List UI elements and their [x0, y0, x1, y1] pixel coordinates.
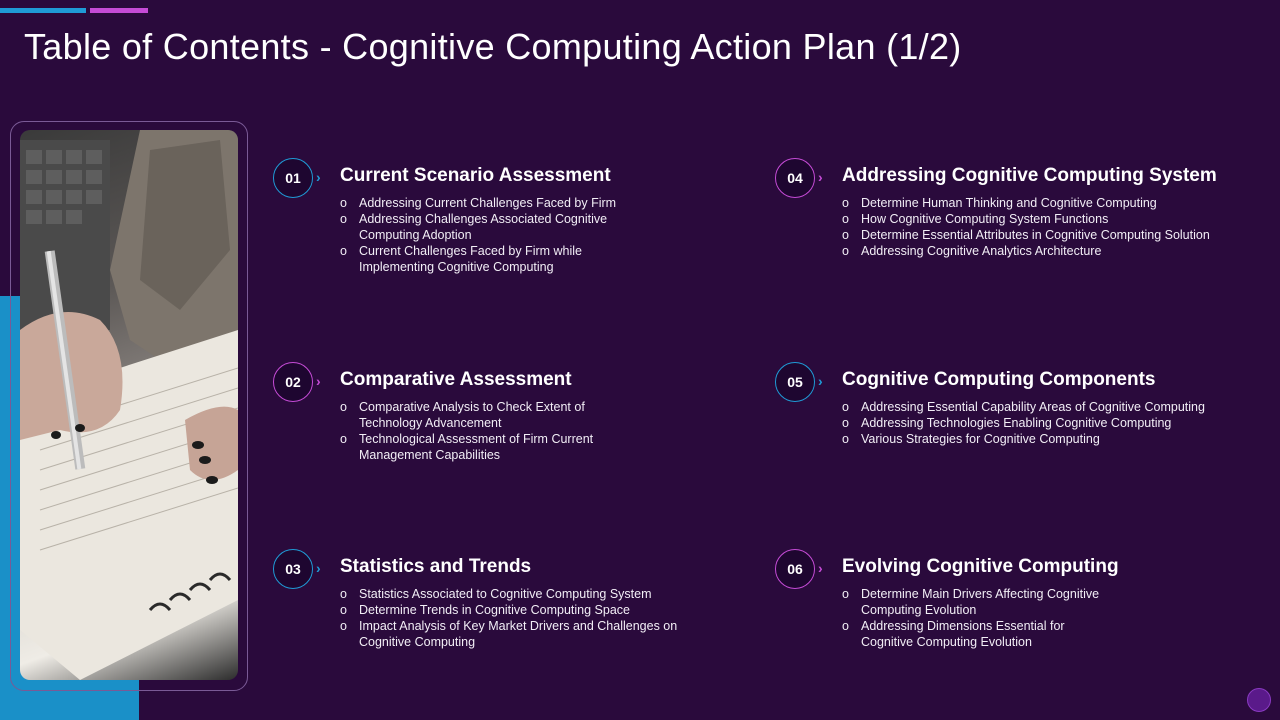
section-number-badge: 04 [775, 158, 815, 198]
chevron-right-icon: › [316, 373, 321, 389]
bullet-circle-icon: o [340, 196, 347, 210]
chevron-right-icon: › [818, 373, 823, 389]
bullet-circle-icon: o [340, 244, 347, 258]
section-number-badge: 03 [273, 549, 313, 589]
chevron-right-icon: › [818, 560, 823, 576]
chevron-right-icon: › [316, 560, 321, 576]
section-title: Addressing Cognitive Computing System [842, 165, 1217, 186]
section-title: Current Scenario Assessment [340, 165, 611, 186]
page-title: Table of Contents - Cognitive Computing … [24, 26, 962, 67]
hand-writing-notebook-photo [20, 130, 238, 680]
bullet-circle-icon: o [340, 619, 347, 633]
top-accent-bar-blue [0, 8, 86, 13]
section-number-badge: 02 [273, 362, 313, 402]
chevron-right-icon: › [316, 169, 321, 185]
bullet-circle-icon: o [842, 400, 849, 414]
chevron-right-icon: › [818, 169, 823, 185]
bullet-circle-icon: o [340, 432, 347, 446]
corner-decoration-circle [1247, 688, 1271, 712]
bullet-circle-icon: o [842, 196, 849, 210]
bullet-circle-icon: o [842, 228, 849, 242]
bullet-circle-icon: o [340, 212, 347, 226]
bullet-circle-icon: o [842, 619, 849, 633]
section-title: Cognitive Computing Components [842, 369, 1156, 390]
section-number-badge: 01 [273, 158, 313, 198]
bullet-circle-icon: o [340, 400, 347, 414]
section-title: Evolving Cognitive Computing [842, 556, 1119, 577]
photo-frame [10, 121, 248, 691]
section-title: Statistics and Trends [340, 556, 532, 577]
bullet-circle-icon: o [842, 416, 849, 430]
section-number-badge: 05 [775, 362, 815, 402]
bullet-circle-icon: o [842, 432, 849, 446]
bullet-circle-icon: o [842, 587, 849, 601]
top-accent-bar-pink [90, 8, 148, 13]
bullet-circle-icon: o [340, 587, 347, 601]
section-title: Comparative Assessment [340, 369, 572, 390]
bullet-circle-icon: o [340, 603, 347, 617]
bullet-circle-icon: o [842, 212, 849, 226]
bullet-circle-icon: o [842, 244, 849, 258]
section-number-badge: 06 [775, 549, 815, 589]
